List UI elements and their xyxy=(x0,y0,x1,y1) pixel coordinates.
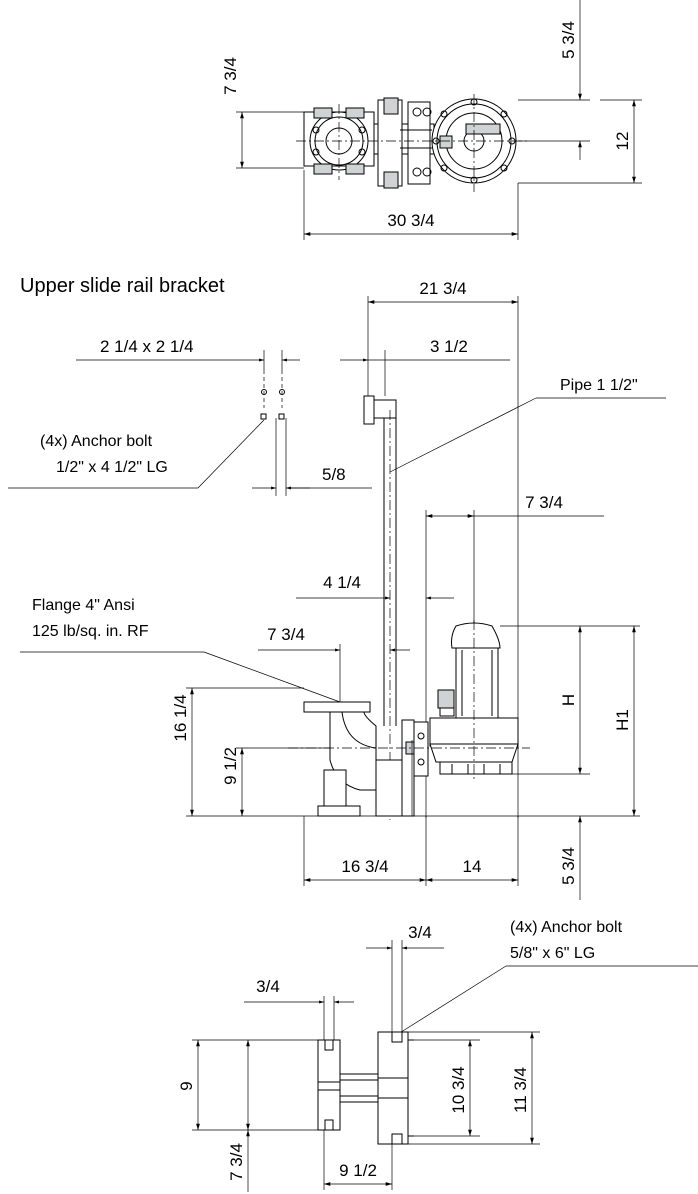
flange-note-line1: Flange 4" Ansi xyxy=(32,597,135,614)
base-dim-left-height: 9 xyxy=(177,1081,196,1090)
base-dim-outer-height: 11 3/4 xyxy=(511,1067,530,1113)
top-dim-right: 12 xyxy=(613,132,632,151)
flange-note-line2: 125 lb/sq. in. RF xyxy=(32,623,149,640)
side-dim-pipe-gap: 4 1/4 xyxy=(323,573,361,592)
base-plan: 3/4 3/4 (4x) Anchor bolt 5/8" x 6" LG xyxy=(177,919,698,1192)
side-dim-outlet-height: 9 1/2 xyxy=(221,747,240,785)
pipe-label: Pipe 1 1/2" xyxy=(560,377,638,394)
side-anchor-bolt-note-line2: 1/2" x 4 1/2" LG xyxy=(56,459,168,476)
base-anchor-bolt-note-line1: (4x) Anchor bolt xyxy=(510,919,623,936)
side-dim-bolt-spacing: 5/8 xyxy=(322,465,346,484)
top-dim-top-right: 5 3/4 xyxy=(559,21,578,59)
top-dim-width: 30 3/4 xyxy=(387,211,434,230)
base-dim-bottom-left: 7 3/4 xyxy=(227,1143,246,1181)
base-dim-inner-height: 10 3/4 xyxy=(449,1066,468,1113)
side-dim-flange-offset: 7 3/4 xyxy=(267,625,305,644)
base-dim-left-slot: 3/4 xyxy=(256,977,280,996)
side-view: Upper slide rail bracket 21 3/4 3 1/2 2 … xyxy=(8,275,666,900)
side-dim-below-base: 5 3/4 xyxy=(559,847,578,885)
top-view-coupling xyxy=(373,97,435,189)
side-dim-base-right: 14 xyxy=(463,857,482,876)
base-plate-left xyxy=(317,1039,341,1131)
side-dim-overall-width: 21 3/4 xyxy=(419,279,466,298)
base-dim-bottom-width: 9 1/2 xyxy=(339,1161,377,1180)
side-view-title: Upper slide rail bracket xyxy=(20,275,225,297)
side-dim-bracket-square: 2 1/4 x 2 1/4 xyxy=(100,337,194,356)
top-dim-height-left: 7 3/4 xyxy=(221,57,240,95)
top-view: 7 3/4 5 3/4 12 30 3/4 xyxy=(221,0,642,240)
base-frame xyxy=(340,1073,378,1103)
anchor-bolt-pattern xyxy=(260,370,287,496)
side-dim-rail-offset: 3 1/2 xyxy=(430,337,468,356)
base-anchor-bolt-note-line2: 5/8" x 6" LG xyxy=(510,945,595,962)
side-dim-h1: H1 xyxy=(613,709,632,731)
side-anchor-bolt-note-line1: (4x) Anchor bolt xyxy=(40,433,153,450)
base-plate-right xyxy=(377,1031,414,1145)
side-dim-base-left: 16 3/4 xyxy=(341,857,388,876)
base-dim-right-slot: 3/4 xyxy=(408,923,432,942)
side-dim-pump-offset: 7 3/4 xyxy=(525,493,563,512)
discharge-connection xyxy=(303,701,429,817)
side-dim-flange-height: 16 1/4 xyxy=(171,694,190,741)
side-dim-h: H xyxy=(559,694,578,706)
